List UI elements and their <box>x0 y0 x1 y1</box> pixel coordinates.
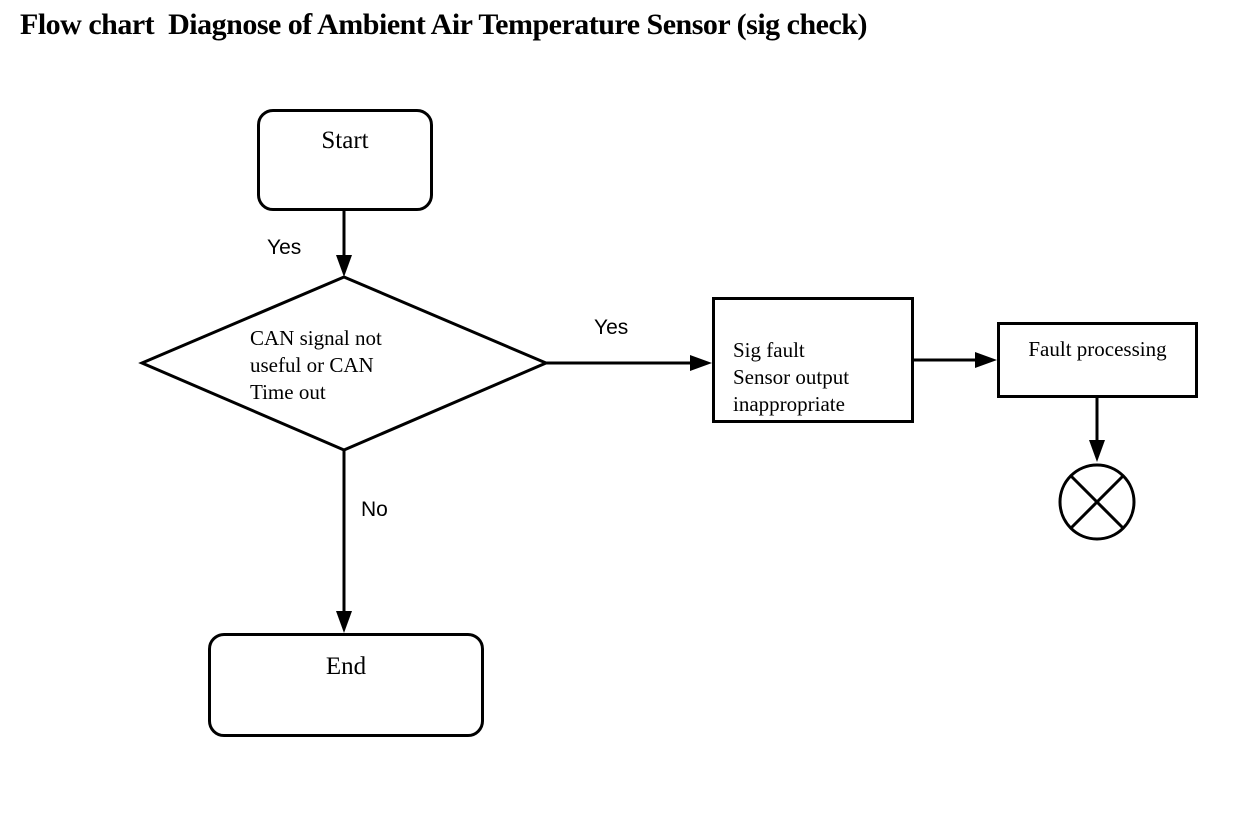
circle-x-icon <box>1058 463 1136 541</box>
arrow-sig-fault-to-fault-processing <box>913 352 997 368</box>
node-fault-processing-label: Fault processing <box>1028 337 1167 361</box>
node-decision-label: CAN signal not useful or CAN Time out <box>250 326 382 404</box>
edge-label-yes-start-to-decision: Yes <box>267 236 302 259</box>
node-end-label: End <box>325 653 367 680</box>
edge-label-no-decision-to-end: No <box>361 498 388 521</box>
arrow-decision-to-end <box>336 450 352 633</box>
arrow-fault-processing-to-terminal <box>1089 397 1105 462</box>
edge-label-yes-decision-to-sig-fault: Yes <box>594 316 629 339</box>
node-fault-processing: Fault processing <box>997 322 1198 398</box>
arrow-decision-to-sig-fault <box>546 355 712 371</box>
node-start: Start <box>257 109 433 211</box>
arrow-start-to-decision <box>336 210 352 277</box>
node-end: End <box>208 633 484 737</box>
page-title: Flow chart Diagnose of Ambient Air Tempe… <box>20 8 867 41</box>
node-start-label: Start <box>321 127 369 154</box>
node-sig-fault-label: Sig fault Sensor output inappropriate <box>733 338 850 416</box>
node-sig-fault: Sig fault Sensor output inappropriate <box>712 297 914 423</box>
